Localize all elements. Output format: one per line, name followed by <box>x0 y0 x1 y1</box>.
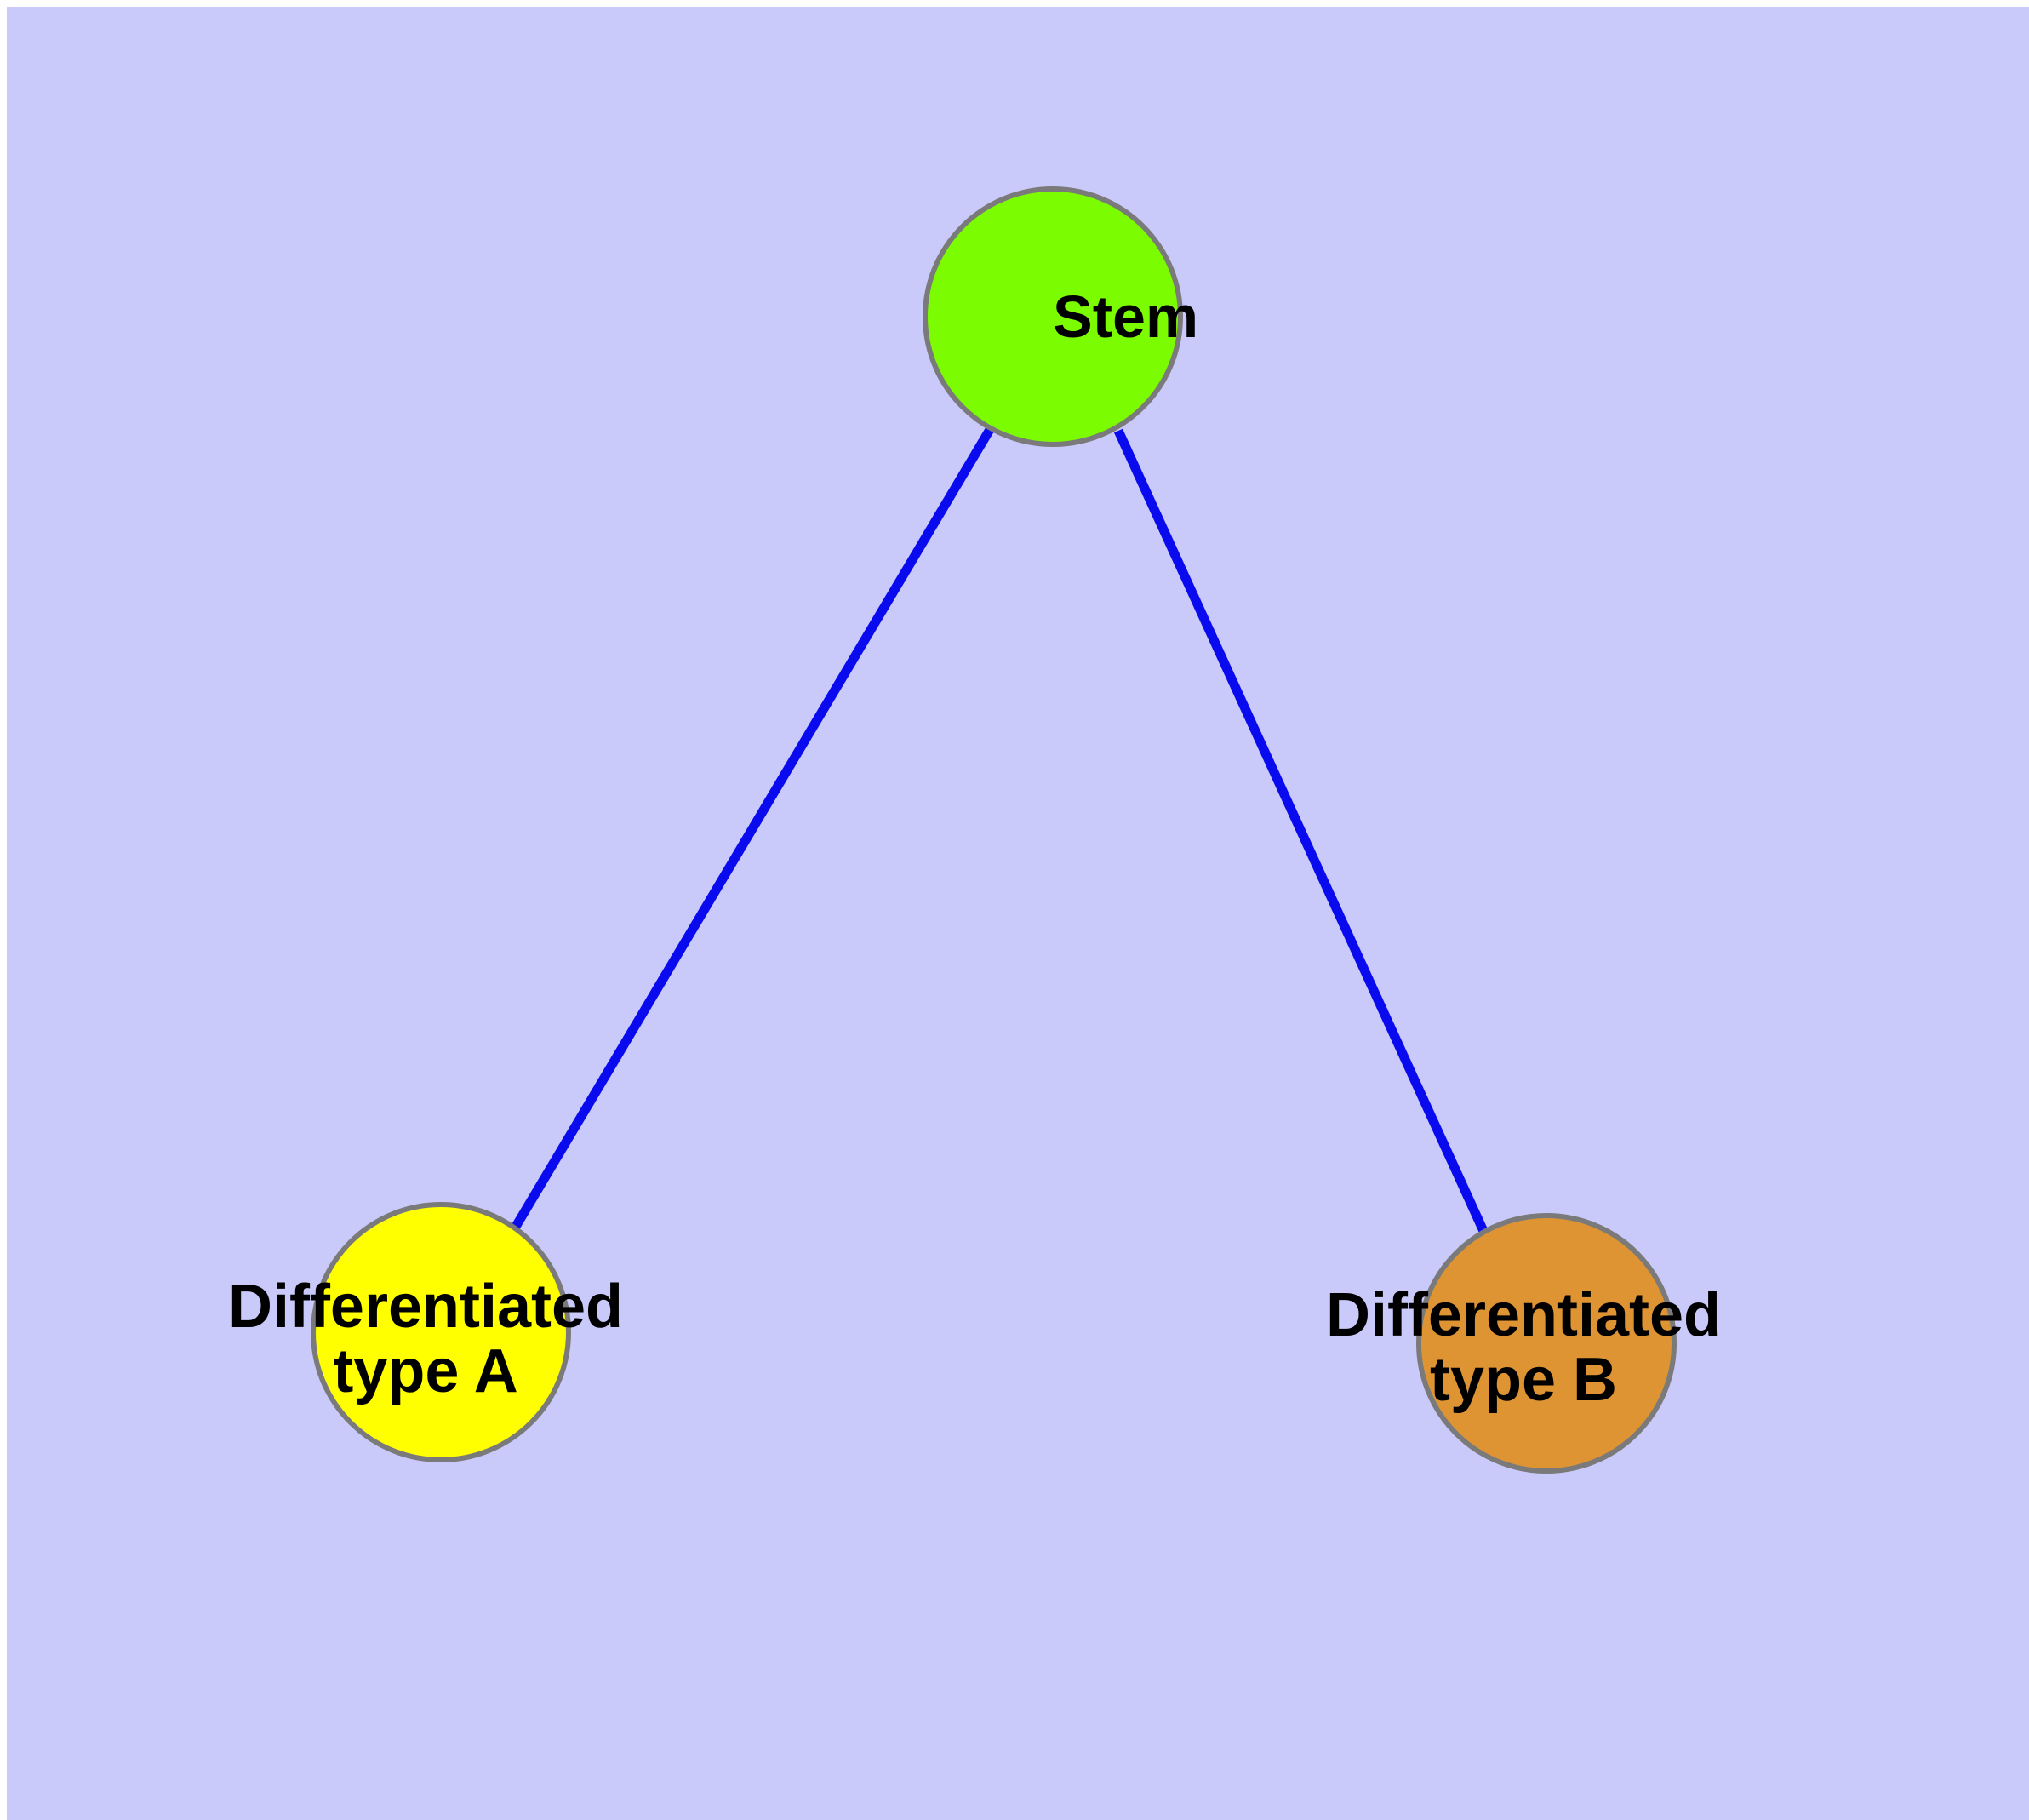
node-layer <box>311 186 1677 1474</box>
node-stem[interactable] <box>923 186 1183 447</box>
edge-layer <box>501 426 1493 1246</box>
edge-stem-to-diff-a[interactable] <box>501 426 995 1246</box>
node-differentiated-type-b[interactable] <box>1416 1213 1677 1474</box>
graph-canvas[interactable]: Stem Differentiated type A Differentiate… <box>7 7 2029 1820</box>
node-differentiated-type-a[interactable] <box>311 1202 571 1462</box>
graph-svg <box>311 186 1677 1474</box>
edge-stem-to-diff-b[interactable] <box>1113 428 1493 1243</box>
